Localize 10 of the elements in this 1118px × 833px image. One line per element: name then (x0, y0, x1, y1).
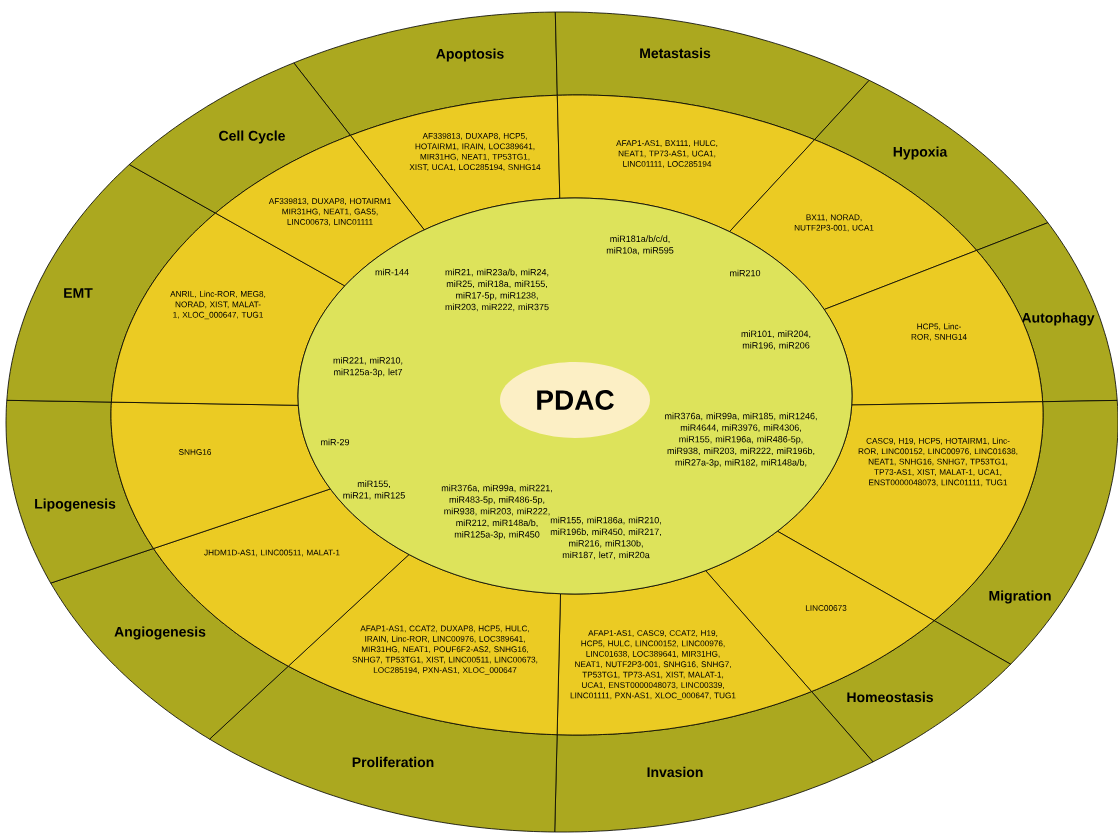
category-band: Metastasis (554, 11, 870, 141)
mirna-list: miR181a/b/c/d, miR10a, miR595 (606, 235, 674, 255)
category-band: Homeostasis (811, 620, 1011, 763)
mirna-list: miR210 (730, 269, 761, 277)
category-band: Autophagy (976, 222, 1118, 403)
mirna-list: miR376a, miR99a, miR221, miR483-5p, miR486-5p, miR938, miR203, miR222, miR212, miR148a/b, miR125a-3p, miR450 (441, 484, 552, 540)
mirna-list: miR21, miR23a/b, miR24, miR25, miR18a, miR155, miR17-5p, miR1238, miR203, miR222, miR375 (445, 268, 549, 312)
mirna-list: miR-144 (375, 268, 409, 276)
category-band: Lipogenesis (5, 399, 154, 584)
mirna-list: miR101, miR204, miR196, miR206 (741, 330, 811, 350)
